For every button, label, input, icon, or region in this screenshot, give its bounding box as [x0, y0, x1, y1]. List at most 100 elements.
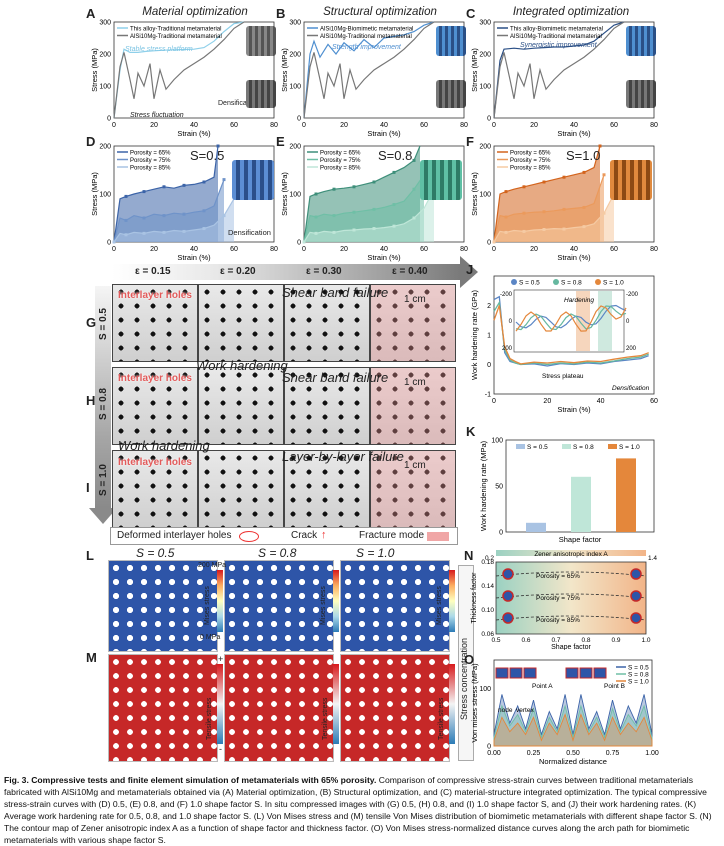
x-tick-label: 20 [543, 398, 551, 405]
x-tick-label: 80 [650, 122, 658, 129]
data-point [352, 228, 356, 232]
y-axis-label: Work hardening rate (GPa) [470, 290, 479, 380]
mises-colorbar-2 [333, 570, 339, 632]
legend-crack: Crack [291, 530, 318, 541]
data-point [314, 215, 318, 219]
data-point [314, 231, 318, 235]
annot-c-syn: Synergistic improvement [520, 42, 597, 49]
data-point [302, 240, 306, 244]
x-tick-label: 40 [380, 246, 388, 253]
point-b-label: Point B [604, 683, 625, 690]
y-tick-label: 200 [479, 144, 491, 151]
y-tick-label: 200 [289, 52, 301, 59]
g-interlayer: Interlayer holes [118, 290, 192, 301]
inset-series-line [515, 305, 627, 331]
x-tick-label: 60 [420, 246, 428, 253]
x-tick-label: 60 [230, 246, 238, 253]
y-tick-label: 200 [289, 144, 301, 151]
i-work: Work hardening [118, 438, 210, 453]
lattice-thumb [593, 667, 607, 679]
series-area [114, 198, 234, 242]
y-tick-label: 100 [289, 84, 301, 91]
strain-3: ε = 0.30 [306, 266, 342, 277]
mises-label-3: Mises stress [436, 586, 443, 625]
lattice-a-top [246, 26, 276, 56]
tensile-label-1: Tensile stress [206, 697, 213, 740]
mises-max: 200 MPa [198, 562, 227, 569]
y-tick-label: 0 [297, 240, 301, 247]
lattice-texture [285, 451, 369, 527]
in-situ-photo [198, 284, 284, 362]
annot-a-plateau: Stable stress platform [125, 46, 193, 53]
legend-entry: Porosity = 65% [130, 151, 171, 157]
x-axis-label: Strain (%) [557, 129, 591, 138]
y-tick-label: 0 [487, 744, 491, 751]
x-tick-label: 60 [230, 122, 238, 129]
x-tick-label: 0.7 [551, 637, 560, 644]
lattice-d [232, 160, 274, 200]
panel-label-l: L [86, 548, 94, 563]
lattice-thumb [579, 667, 593, 679]
x-tick-label: 80 [270, 246, 278, 253]
annot-b-strength: Strength improvement [332, 44, 401, 51]
h-work: Work hardening [196, 358, 288, 373]
lattice-texture [199, 368, 283, 444]
data-point [352, 210, 356, 214]
legend-entry: This alloy-Biomimetic metamaterial [510, 27, 603, 33]
x-axis-label: Shape factor [559, 535, 602, 544]
shape-factor-gradient-bar [95, 286, 111, 508]
x-tick-label: 20 [340, 246, 348, 253]
data-point [124, 218, 128, 222]
crack-arrow-icon: ↑ [321, 529, 327, 541]
lattice-marker [630, 612, 642, 624]
y-axis-label: Stress (MPa) [470, 48, 479, 92]
lattice-f [610, 160, 652, 200]
data-point [562, 175, 566, 179]
legend-entry: S = 1.0 [619, 444, 640, 451]
x-axis-label: Strain (%) [177, 129, 211, 138]
series-area [494, 194, 614, 242]
legend-entry: S = 1.0 [603, 280, 624, 287]
x-tick-label: 40 [597, 398, 605, 405]
x-tick-label: 60 [610, 246, 618, 253]
y-tick-label: 100 [479, 686, 491, 693]
legend-swatch [608, 444, 617, 449]
data-point [542, 228, 546, 232]
plot-frame [113, 21, 275, 119]
legend-entry: S = 0.8 [628, 672, 649, 679]
mises-label-2: Mises stress [320, 586, 327, 625]
x-axis-label: Strain (%) [367, 253, 401, 262]
lattice-marker [502, 568, 514, 580]
lattice-texture [285, 368, 369, 444]
y-tick-label: 300 [99, 20, 111, 27]
data-point [142, 231, 146, 235]
lattice-texture [199, 451, 283, 527]
x-tick-label: 0 [492, 398, 496, 405]
lattice-texture [113, 285, 197, 361]
row-i-label: S = 1.0 [98, 464, 109, 496]
data-point [124, 233, 128, 237]
y-axis-label: Work hardening rate (MPa) [479, 440, 488, 531]
plot-frame [493, 275, 655, 395]
series-line [493, 295, 649, 367]
series-line [113, 21, 245, 119]
x-tick-label: 40 [570, 246, 578, 253]
strain-gradient-bar [112, 264, 460, 280]
data-point [202, 227, 206, 231]
legend-entry: Porosity = 65% [320, 151, 361, 157]
y-tick-label: 100 [289, 192, 301, 199]
legend-entry: Porosity = 85% [510, 166, 551, 172]
data-point [504, 230, 508, 234]
lattice-thumb [495, 667, 509, 679]
legend-entry: S = 0.5 [527, 444, 548, 451]
lattice-b-top [436, 26, 466, 56]
lattice-texture [371, 368, 455, 444]
series-area [493, 713, 653, 747]
x-tick-label: 1.00 [645, 750, 659, 757]
vertex-label: vertex [516, 707, 534, 714]
